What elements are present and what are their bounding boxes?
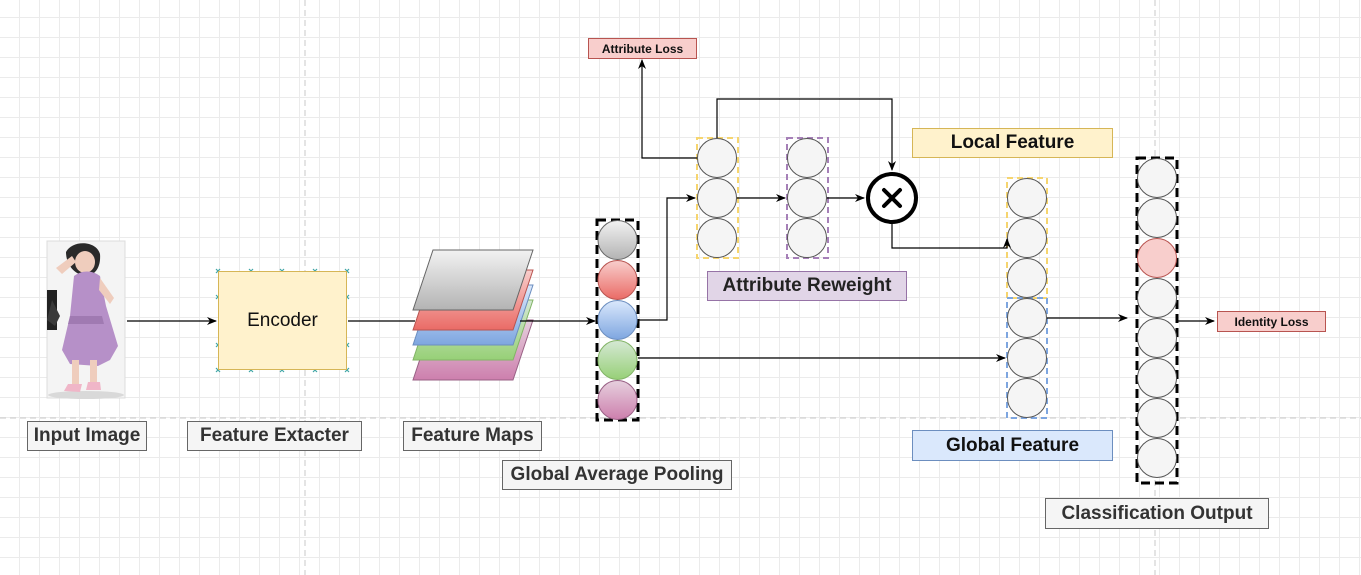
local-feature-node xyxy=(1007,178,1047,218)
attribute-reweight-label: Attribute Reweight xyxy=(707,271,907,301)
reweight-node xyxy=(787,178,827,218)
global-feature-node xyxy=(1007,378,1047,418)
class-node xyxy=(1137,438,1177,478)
encoder-block: Encoder xyxy=(218,271,347,370)
attribute-node xyxy=(697,138,737,178)
classification-output-label: Classification Output xyxy=(1045,498,1269,529)
arrow-multiply-to-local xyxy=(891,222,1011,249)
local-feature-node xyxy=(1007,258,1047,298)
local-feature-node xyxy=(1007,218,1047,258)
class-node xyxy=(1137,278,1177,318)
pool-node-blue xyxy=(597,300,638,340)
feature-extractor-label: Feature Extacter xyxy=(187,421,362,451)
attribute-loss-label: Attribute Loss xyxy=(588,38,697,59)
input-image-label: Input Image xyxy=(27,421,147,451)
feature-vector xyxy=(1006,177,1048,419)
reweight-node xyxy=(787,218,827,258)
identity-loss-label: Identity Loss xyxy=(1217,311,1326,332)
pooling-vector xyxy=(595,218,640,422)
feature-maps-stack xyxy=(412,249,534,381)
pool-node-pink xyxy=(597,380,638,420)
attribute-vector xyxy=(696,137,739,259)
attribute-node xyxy=(697,178,737,218)
class-node xyxy=(1137,198,1177,238)
classification-vector xyxy=(1135,156,1179,485)
class-node xyxy=(1137,398,1177,438)
multiply-icon xyxy=(866,172,918,224)
arrow-attribute-skip-to-multiply xyxy=(716,98,896,171)
reweight-node xyxy=(787,138,827,178)
feature-maps-label: Feature Maps xyxy=(403,421,542,451)
class-node xyxy=(1137,158,1177,198)
global-average-pooling-label: Global Average Pooling xyxy=(502,460,732,490)
arrow-attribute-to-loss xyxy=(638,59,697,159)
class-node xyxy=(1137,318,1177,358)
reweight-vector xyxy=(786,137,829,259)
pool-node-gray xyxy=(597,220,638,260)
pool-node-green xyxy=(597,340,638,380)
input-person-image xyxy=(46,240,126,399)
global-feature-label: Global Feature xyxy=(912,430,1113,461)
local-feature-label: Local Feature xyxy=(912,128,1113,158)
connectors xyxy=(127,59,1215,362)
class-node xyxy=(1137,358,1177,398)
feature-map-gray xyxy=(412,249,534,311)
class-node-active xyxy=(1137,238,1177,278)
arrow-pooling-to-attribute xyxy=(638,194,696,321)
pool-node-red xyxy=(597,260,638,300)
global-feature-node xyxy=(1007,298,1047,338)
global-feature-node xyxy=(1007,338,1047,378)
attribute-node xyxy=(697,218,737,258)
